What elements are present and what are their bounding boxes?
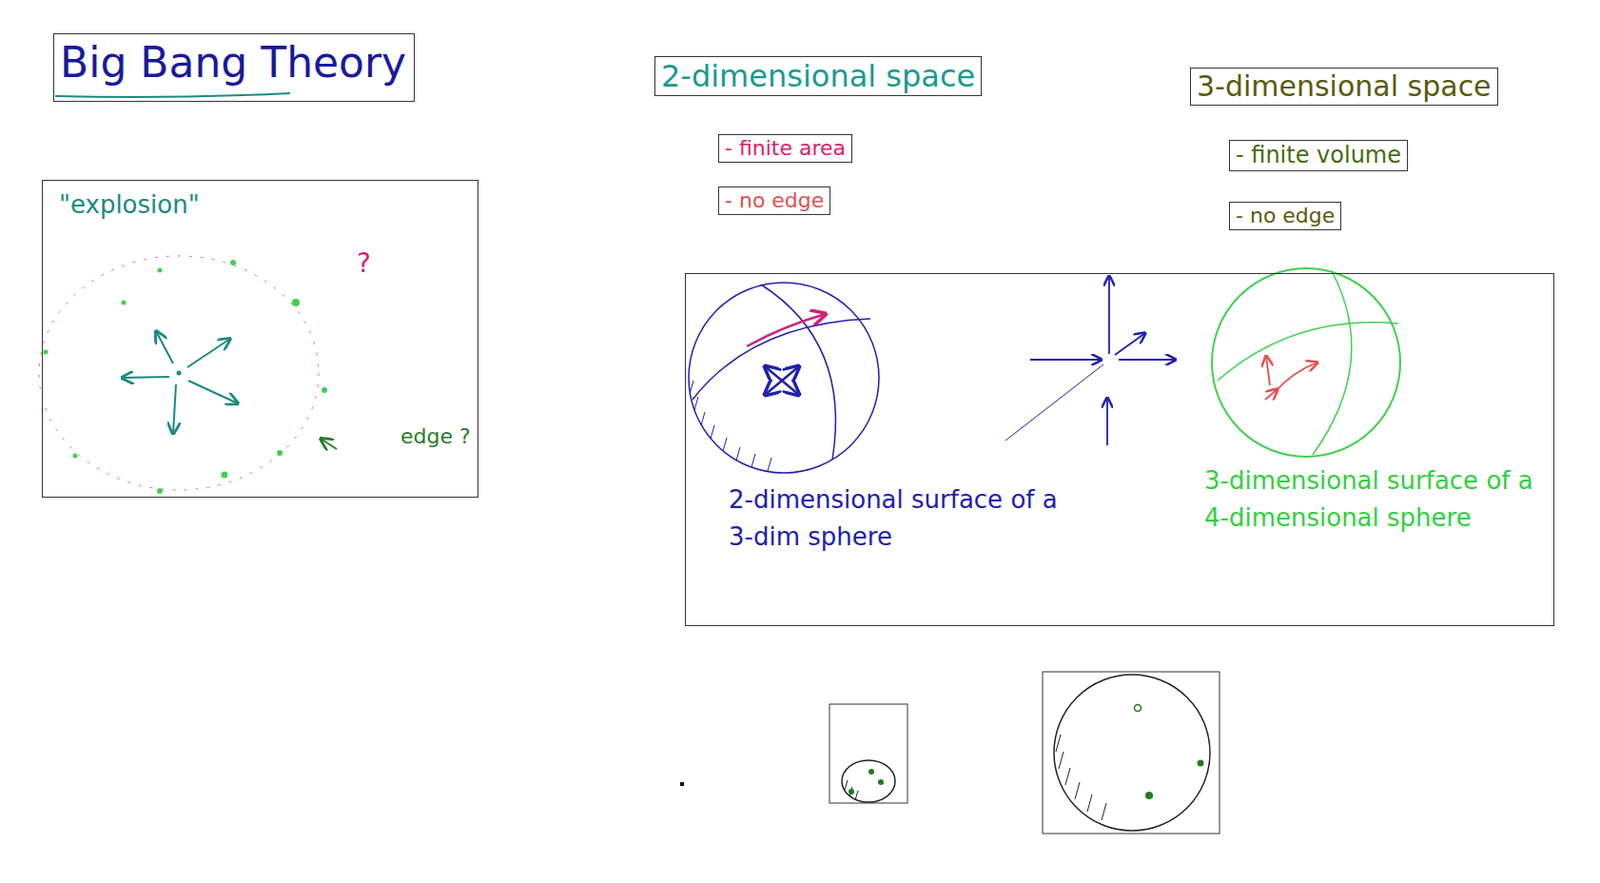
hatch <box>736 447 741 461</box>
arrow <box>1265 389 1278 400</box>
arrow <box>764 366 800 395</box>
arrow <box>188 380 238 404</box>
hatch <box>710 425 715 439</box>
galaxy-dot <box>43 350 49 355</box>
galaxy-dot <box>1197 760 1205 767</box>
arrow <box>1030 358 1102 361</box>
galaxy-dot <box>157 268 163 274</box>
title-underline <box>55 93 291 98</box>
galaxy-dot <box>121 300 127 306</box>
large-sphere <box>1053 674 1210 831</box>
arrow <box>1108 275 1111 354</box>
hatch <box>767 457 772 471</box>
galaxy-dot <box>276 449 283 456</box>
hatch <box>855 790 859 800</box>
hatching <box>689 380 772 471</box>
property-box: - finite volume <box>1229 139 1408 172</box>
hatching <box>1055 734 1107 820</box>
galaxy-dot <box>156 487 163 494</box>
path-arrow <box>746 313 826 347</box>
hatch <box>701 411 705 426</box>
arrow <box>187 338 231 368</box>
galaxy-dot <box>221 471 229 479</box>
galaxy-dot <box>321 387 328 393</box>
edge-circle <box>39 255 319 490</box>
arrow <box>121 376 170 378</box>
hatch <box>1074 781 1080 800</box>
galaxy-dot <box>292 298 300 307</box>
center-point <box>176 370 182 376</box>
hatch <box>722 437 727 451</box>
node-text: 2-dimensional surface of a 3-dim sphere <box>728 481 1062 556</box>
meridian <box>760 284 836 460</box>
property-box: - no edge <box>718 186 831 215</box>
hatch <box>1087 794 1093 812</box>
node-text: 3-dimensional space <box>1196 69 1492 104</box>
node-text: edge ? <box>400 420 471 452</box>
galaxy-dots <box>43 259 329 494</box>
hatch <box>689 380 694 394</box>
hatch <box>751 453 756 468</box>
explosion-panel: "explosion"? edge ? <box>41 179 479 498</box>
arrow <box>1266 355 1270 386</box>
hatch <box>694 396 699 410</box>
dimension-arrows <box>1005 275 1176 446</box>
property-box: - finite area <box>718 134 853 163</box>
hatch <box>844 780 848 790</box>
arrow <box>1106 397 1109 446</box>
point-universe <box>680 781 684 786</box>
great-circle <box>1217 322 1399 381</box>
arrow <box>1114 332 1146 355</box>
galaxy-dot <box>1145 791 1153 800</box>
galaxy-dot <box>230 259 236 266</box>
explosion-arrows <box>121 331 238 434</box>
small-sphere <box>841 760 896 802</box>
node-text: 2-dimensional space <box>661 58 976 95</box>
hatching <box>844 780 859 800</box>
galaxy-dot <box>868 768 875 775</box>
title-box: Big Bang Theory <box>53 33 415 102</box>
galaxy-dot <box>848 788 855 795</box>
property-box: - no edge <box>1229 201 1342 231</box>
leader-line <box>320 438 337 449</box>
node-text: ? <box>356 243 371 284</box>
sphere-3d <box>688 282 879 473</box>
node-text: - finite volume <box>1235 141 1402 170</box>
hatch <box>1058 751 1064 769</box>
arrow <box>156 331 174 364</box>
galaxy-dot <box>878 779 884 785</box>
node-text: "explosion" <box>58 186 200 224</box>
hatch <box>1101 802 1107 820</box>
hatch <box>1055 734 1061 752</box>
frame <box>829 703 908 803</box>
galaxy-dots <box>848 768 884 795</box>
arrow <box>1274 362 1318 392</box>
node-text: 3-dimensional surface of a 4-dimensional… <box>1204 462 1547 537</box>
meridian <box>1312 271 1352 455</box>
heading-box: 3-dimensional space <box>1190 67 1499 106</box>
node-text: - no edge <box>1235 203 1335 229</box>
galaxy-dot <box>73 453 79 459</box>
pointer-line <box>1005 364 1104 441</box>
inner-arrows <box>1265 355 1318 400</box>
arrow <box>764 366 800 395</box>
node-text: - finite area <box>724 136 846 161</box>
heading-box: 2-dimensional space <box>654 56 982 97</box>
direction-cross <box>764 366 800 395</box>
node-text: - no edge <box>724 188 824 214</box>
arrow <box>173 384 176 434</box>
sphere-panel: 2-dimensional surface of a 3-dim sphere 3… <box>684 273 1555 626</box>
great-circle <box>692 318 871 400</box>
galaxy-dots <box>1134 704 1205 800</box>
frame <box>1042 671 1220 834</box>
hatch <box>1065 767 1071 785</box>
galaxy-dot <box>1134 704 1142 712</box>
arrow <box>1118 358 1176 361</box>
sphere-4d <box>1211 268 1401 457</box>
